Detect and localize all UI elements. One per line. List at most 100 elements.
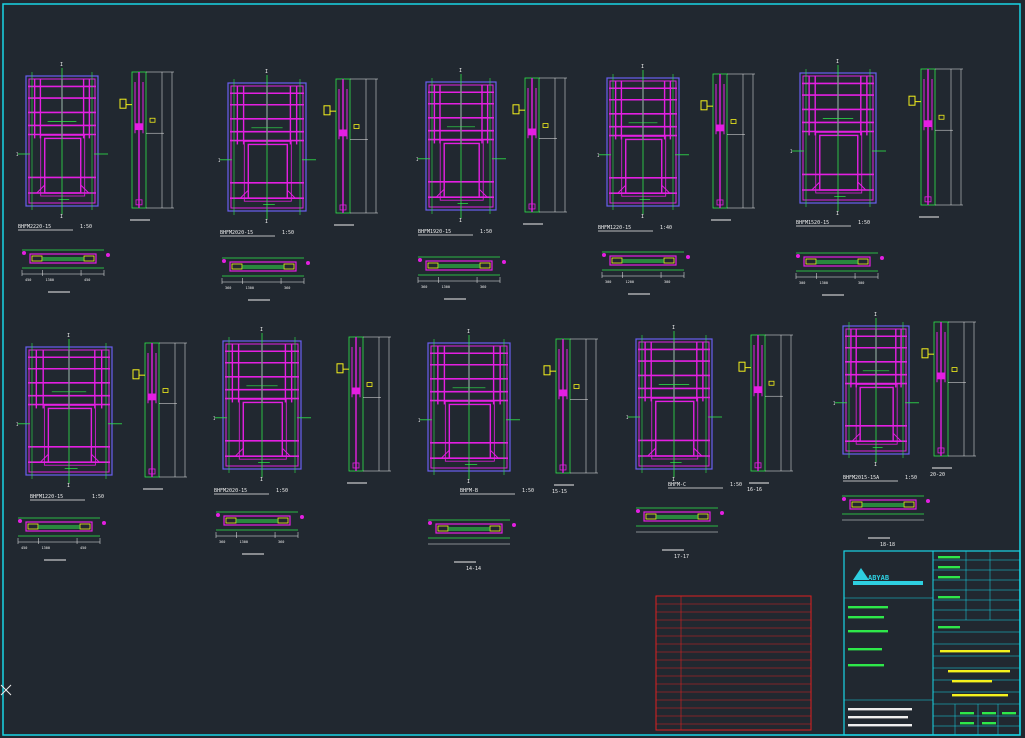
panel-title: BHFM-C	[668, 482, 686, 488]
elevation-view: I I I	[833, 312, 919, 468]
elevation-view: I I I	[16, 333, 122, 489]
section-mark: I	[16, 152, 19, 157]
plan-dimension: 360	[480, 285, 486, 289]
panel-title: BHFM2015-15A	[843, 475, 879, 481]
section-mark: I	[467, 479, 470, 485]
section-view	[512, 77, 567, 225]
panel-label: BHFM-C 1:50	[668, 482, 742, 489]
section-view	[700, 73, 755, 221]
section-mark: I	[67, 333, 70, 339]
elevation-view: III	[597, 64, 689, 220]
elevation-view: III	[16, 62, 108, 220]
section-mark: I	[265, 69, 268, 75]
panel-scale: 1:50	[522, 488, 534, 494]
panel-title: BHFM2020-15	[220, 230, 253, 236]
section-mark: I	[67, 483, 70, 489]
section-view: 15-15	[543, 338, 598, 495]
panel-scale: 1:50	[80, 224, 92, 230]
elevation-view: III	[790, 59, 886, 217]
plan-dimension: 1300	[240, 540, 248, 544]
panel-scale: 1:50	[276, 488, 288, 494]
section-label: 20-20	[930, 472, 945, 478]
elevation-view: I I I	[418, 329, 520, 485]
elevation-view: I I I	[218, 69, 316, 225]
panel-label: BHFM2020-15 1:50	[220, 230, 294, 237]
section-mark: I	[833, 401, 836, 406]
plan-dimension: 1200	[626, 280, 634, 284]
panel-scale: 1:50	[92, 494, 104, 500]
plan-dimension: 360	[284, 286, 290, 290]
plan-dimension: 450	[21, 546, 27, 550]
section-view	[119, 71, 174, 221]
section-mark: I	[874, 312, 877, 318]
section-mark: I	[467, 329, 470, 335]
section-view	[336, 336, 391, 484]
section-mark: I	[218, 158, 221, 163]
section-label: 17-17	[674, 554, 689, 560]
section-mark: I	[641, 214, 644, 220]
elevation-view: III	[416, 68, 506, 224]
plan-view: 17-17	[636, 507, 724, 560]
plan-dimension: 300	[858, 281, 864, 285]
section-mark: I	[626, 415, 629, 420]
section-mark: I	[672, 325, 675, 331]
panel-scale: 1:50	[730, 482, 742, 488]
section-view	[132, 342, 187, 490]
section-mark: I	[60, 214, 63, 220]
section-label: 14-14	[466, 566, 481, 572]
plan-dimension: 300	[799, 281, 805, 285]
section-mark: I	[459, 218, 462, 224]
plan-dimension: 360	[421, 285, 427, 289]
section-view: 16-16	[738, 334, 793, 493]
plan-dimension: 360	[225, 286, 231, 290]
section-mark: I	[836, 211, 839, 217]
door-panel-5[interactable]: III BHFM1520-15 1:50 300 1300 300	[790, 59, 963, 296]
plan-dimension: 1300	[820, 281, 828, 285]
panel-label: BHFM1520-15 1:50	[796, 220, 870, 227]
panel-scale: 1:50	[480, 229, 492, 235]
section-view: 20-20	[921, 321, 976, 478]
section-label: 15-15	[552, 489, 567, 495]
panel-title: BHFM1520-15	[796, 220, 829, 226]
revision-table	[655, 595, 812, 731]
plan-dimension: 450	[80, 546, 86, 550]
section-mark: I	[418, 418, 421, 423]
elevation-view: III	[213, 327, 311, 483]
company-logo: ABYAB	[853, 568, 923, 585]
section-mark: I	[597, 153, 600, 158]
section-mark: I	[874, 462, 877, 468]
section-mark: I	[416, 157, 419, 162]
panel-scale: 1:40	[660, 225, 672, 231]
plan-view: 14-14	[428, 519, 516, 572]
section-mark: I	[16, 422, 19, 427]
plan-dimension: 450	[25, 278, 31, 282]
plan-dimension: 300	[664, 280, 670, 284]
panel-scale: 1:50	[282, 230, 294, 236]
section-mark: I	[672, 477, 675, 483]
plan-dimension: 1300	[442, 285, 450, 289]
plan-view: 360 1300 360	[417, 256, 506, 300]
section-mark: I	[265, 219, 268, 225]
cad-cursor-crosshair-icon[interactable]	[0, 684, 12, 696]
plan-view: 18-18	[842, 495, 930, 548]
section-mark: I	[213, 416, 216, 421]
panel-scale: 1:50	[858, 220, 870, 226]
